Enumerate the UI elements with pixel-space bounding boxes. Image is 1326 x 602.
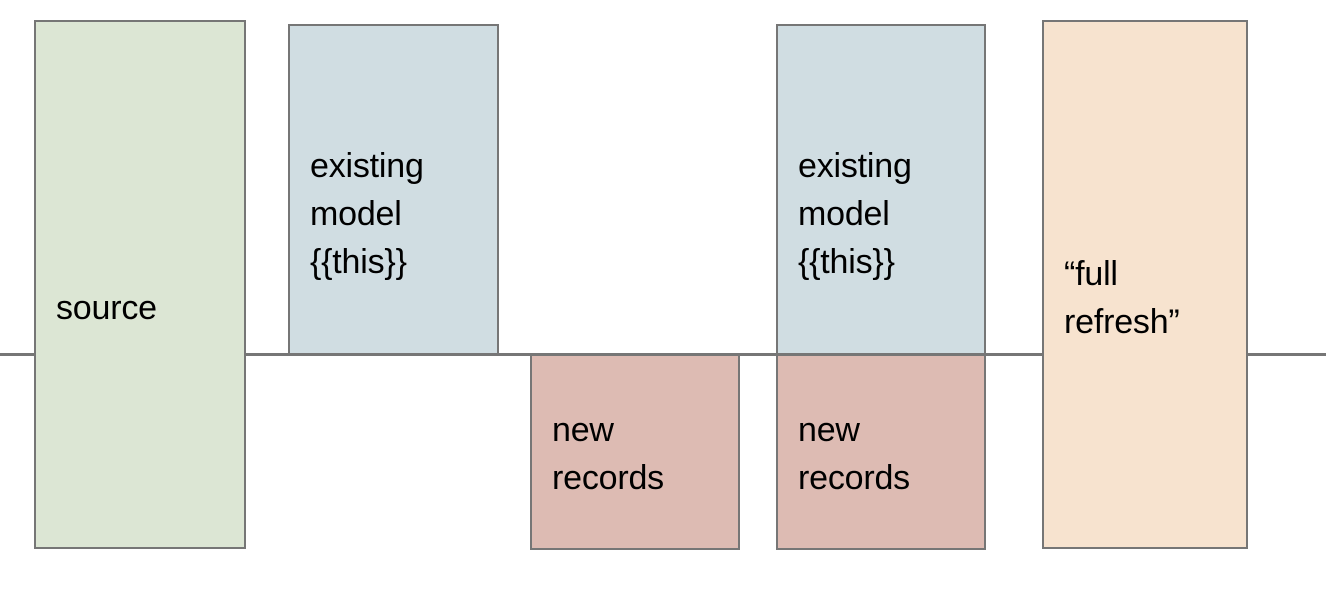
block-new-records-1[interactable]: new records <box>530 354 740 550</box>
block-existing-model-1[interactable]: existing model {{this}} <box>288 24 499 355</box>
block-existing-model-2[interactable]: existing model {{this}} <box>776 24 986 355</box>
block-source[interactable]: source <box>34 20 246 549</box>
block-new-records-2[interactable]: new records <box>776 354 986 550</box>
block-full-refresh[interactable]: “full refresh” <box>1042 20 1248 549</box>
block-existing-model-2-label: existing model {{this}} <box>798 147 912 281</box>
block-source-label: source <box>56 289 157 327</box>
block-full-refresh-label: “full refresh” <box>1064 255 1180 341</box>
block-new-records-2-label: new records <box>798 411 910 497</box>
block-existing-model-1-label: existing model {{this}} <box>310 147 424 281</box>
block-new-records-1-label: new records <box>552 411 664 497</box>
